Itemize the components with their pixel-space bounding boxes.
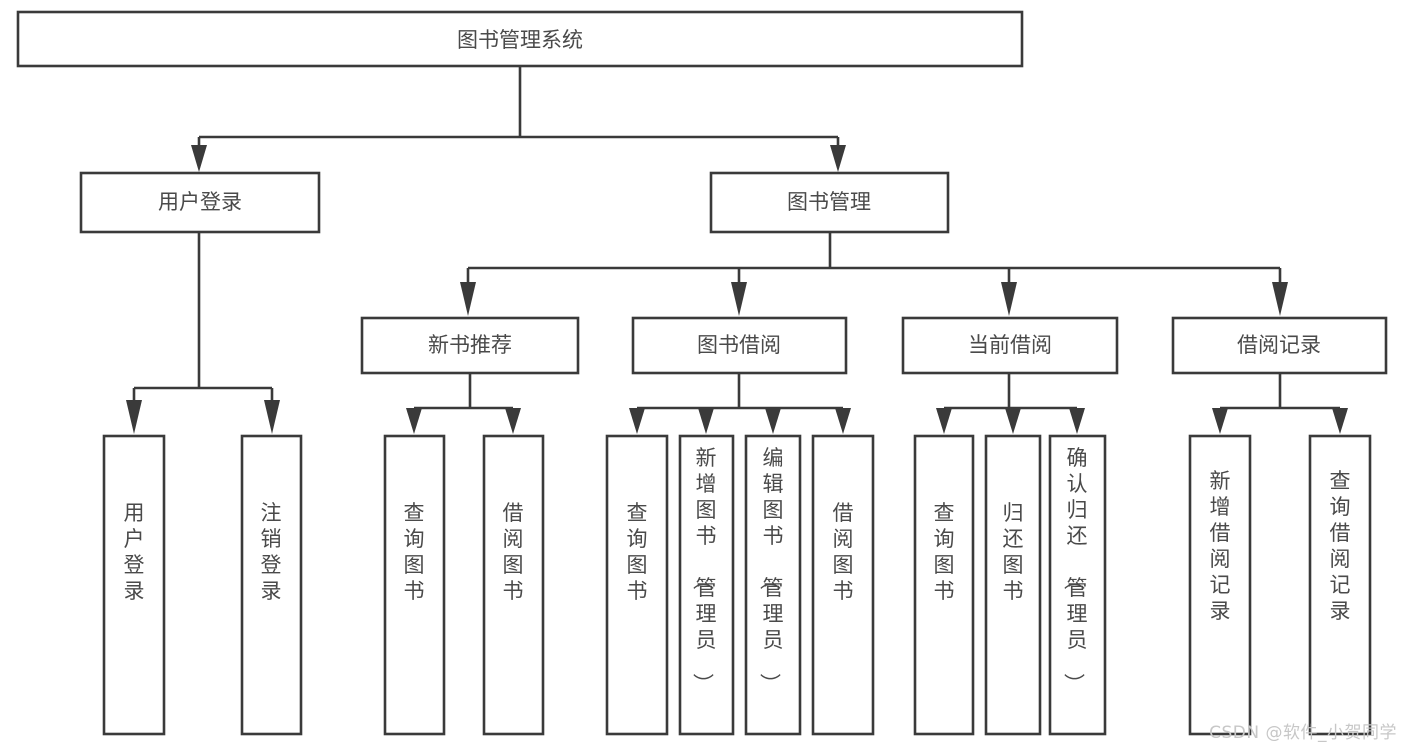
node-new-book-rec[interactable]: 新书推荐 <box>360 316 580 375</box>
node-leaf-user-login[interactable]: 用户登录 <box>102 434 166 736</box>
node-user-login[interactable]: 用户登录 <box>79 171 321 234</box>
node-leaf-edit-book[interactable]: 编辑图书（管理员） <box>744 434 802 736</box>
csdn-watermark: CSDN @软件_小贺同学 <box>1209 723 1397 743</box>
node-leaf-query-record-box[interactable] <box>1308 434 1372 736</box>
node-book-manage-label: 图书管理 <box>787 190 871 214</box>
node-new-book-rec-box[interactable] <box>360 316 580 375</box>
node-leaf-query-book-b-label: 查询图书 <box>627 501 648 603</box>
node-leaf-query-book-a-box[interactable] <box>383 434 446 736</box>
node-leaf-borrow-book-b-label: 借阅图书 <box>833 501 854 603</box>
node-user-login-box[interactable] <box>79 171 321 234</box>
arrowhead-book-borrow <box>731 282 747 316</box>
node-leaf-query-book-b[interactable]: 查询图书 <box>605 434 669 736</box>
node-leaf-return-book-box[interactable] <box>984 434 1042 736</box>
arrowhead-leaf-borrow-book-b <box>835 408 851 434</box>
node-new-book-rec-label: 新书推荐 <box>428 333 512 357</box>
connector-layer <box>126 66 1348 434</box>
node-current-borrow-box[interactable] <box>901 316 1119 375</box>
arrowhead-user-login <box>191 145 207 172</box>
arrowhead-leaf-add-book <box>698 408 714 434</box>
arrowhead-leaf-confirm-return <box>1069 408 1085 434</box>
node-leaf-query-record-label: 查询借阅记录 <box>1330 469 1351 623</box>
node-leaf-query-record[interactable]: 查询借阅记录 <box>1308 434 1372 736</box>
node-layer: 图书管理系统 用户登录 图书管理 新书推荐 图书借阅 <box>16 10 1388 736</box>
node-leaf-confirm-return[interactable]: 确认归还（管理员） <box>1048 434 1107 736</box>
node-root-box[interactable] <box>16 10 1024 68</box>
node-leaf-user-login-box[interactable] <box>102 434 166 736</box>
node-book-manage-box[interactable] <box>709 171 950 234</box>
node-book-manage[interactable]: 图书管理 <box>709 171 950 234</box>
arrowhead-leaf-user-login <box>126 400 142 434</box>
arrowhead-leaf-query-book-c <box>936 408 952 434</box>
arrowhead-book-manage <box>830 145 846 172</box>
node-leaf-return-book[interactable]: 归还图书 <box>984 434 1042 736</box>
node-borrow-record[interactable]: 借阅记录 <box>1171 316 1388 375</box>
node-root[interactable]: 图书管理系统 <box>16 10 1024 68</box>
node-book-borrow-box[interactable] <box>631 316 848 375</box>
node-book-borrow[interactable]: 图书借阅 <box>631 316 848 375</box>
node-leaf-return-book-label: 归还图书 <box>1003 501 1024 603</box>
node-leaf-confirm-return-label: 确认归还（管理员） <box>1062 446 1088 694</box>
node-user-login-label: 用户登录 <box>158 190 242 214</box>
arrowhead-leaf-query-book-a <box>406 408 422 434</box>
node-leaf-query-book-c-label: 查询图书 <box>934 501 955 603</box>
node-leaf-add-book[interactable]: 新增图书（管理员） <box>678 434 735 736</box>
arrowhead-leaf-borrow-book-a <box>505 408 521 434</box>
node-leaf-query-book-a-label: 查询图书 <box>404 501 425 603</box>
node-leaf-borrow-book-a[interactable]: 借阅图书 <box>482 434 545 736</box>
node-leaf-user-logout-label: 注销登录 <box>261 501 282 603</box>
node-borrow-record-box[interactable] <box>1171 316 1388 375</box>
node-leaf-add-book-box[interactable] <box>678 434 735 736</box>
arrowhead-current-borrow <box>1001 282 1017 316</box>
node-leaf-query-book-c[interactable]: 查询图书 <box>913 434 975 736</box>
arrowhead-leaf-edit-book <box>765 408 781 434</box>
node-leaf-borrow-book-a-box[interactable] <box>482 434 545 736</box>
node-leaf-query-book-c-box[interactable] <box>913 434 975 736</box>
node-leaf-borrow-book-b[interactable]: 借阅图书 <box>811 434 875 736</box>
node-leaf-query-book-b-box[interactable] <box>605 434 669 736</box>
node-leaf-borrow-book-b-box[interactable] <box>811 434 875 736</box>
arrowhead-leaf-return-book <box>1005 408 1021 434</box>
node-current-borrow[interactable]: 当前借阅 <box>901 316 1119 375</box>
node-leaf-add-record[interactable]: 新增借阅记录 <box>1188 434 1252 736</box>
node-book-borrow-label: 图书借阅 <box>697 333 781 357</box>
arrowhead-new-book-rec <box>460 282 476 316</box>
node-borrow-record-label: 借阅记录 <box>1237 333 1321 357</box>
node-leaf-edit-book-box[interactable] <box>744 434 802 736</box>
node-leaf-edit-book-label: 编辑图书（管理员） <box>758 446 784 694</box>
node-current-borrow-label: 当前借阅 <box>968 333 1052 357</box>
arrowhead-leaf-user-logout <box>264 400 280 434</box>
node-leaf-user-login-label: 用户登录 <box>124 501 145 603</box>
arrowhead-leaf-query-book-b <box>629 408 645 434</box>
node-leaf-user-logout[interactable]: 注销登录 <box>240 434 303 736</box>
node-root-label: 图书管理系统 <box>457 28 583 52</box>
node-leaf-add-record-label: 新增借阅记录 <box>1210 469 1231 623</box>
node-leaf-borrow-book-a-label: 借阅图书 <box>503 501 524 603</box>
node-leaf-query-book-a[interactable]: 查询图书 <box>383 434 446 736</box>
node-leaf-user-logout-box[interactable] <box>240 434 303 736</box>
node-leaf-add-book-label: 新增图书（管理员） <box>691 446 717 694</box>
node-leaf-confirm-return-box[interactable] <box>1048 434 1107 736</box>
node-leaf-add-record-box[interactable] <box>1188 434 1252 736</box>
arrowhead-borrow-record <box>1272 282 1288 316</box>
arrowhead-leaf-query-record <box>1332 408 1348 434</box>
arrowhead-leaf-add-record <box>1212 408 1228 434</box>
